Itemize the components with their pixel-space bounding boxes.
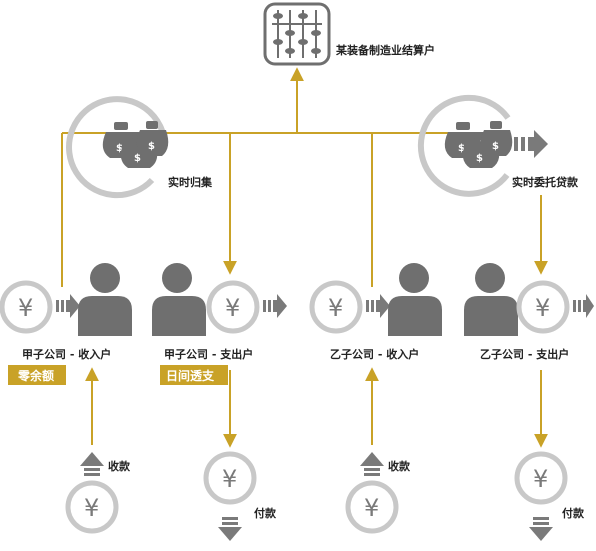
svg-text:$: $ [148, 141, 155, 152]
yen-coin-icon [203, 451, 257, 505]
svg-text:¥: ¥ [364, 494, 379, 522]
arrow-right-icon [573, 294, 594, 318]
arrow-up-icon [360, 452, 384, 476]
svg-text:¥: ¥ [225, 294, 240, 322]
money-bags-arrow-icon: $ $ $ [444, 121, 548, 168]
badge-zero-balance-text: 零余额 [17, 368, 54, 383]
person-icon [78, 263, 132, 336]
arrow-up-icon [80, 452, 104, 476]
account-4: ¥ 乙子公司 - 支出户 [464, 263, 594, 361]
arrow-right-icon [366, 294, 390, 318]
person-icon [388, 263, 442, 336]
badge-intraday-overdraft-text: 日间透支 [166, 368, 215, 383]
account-1-label: 甲子公司 - 收入户 [22, 347, 111, 361]
svg-text:¥: ¥ [84, 494, 99, 522]
person-icon [152, 263, 206, 336]
badge-zero-balance [8, 365, 66, 385]
receive-node-2: 收款 ¥ [345, 452, 411, 534]
account-4-label: 乙子公司 - 支出户 [480, 347, 569, 361]
pay-node-2: ¥ 付款 [514, 451, 585, 541]
pool-left: $ $ $ 实时归集 [66, 96, 213, 199]
arrow-right-icon [263, 294, 287, 318]
pool-right-label: 实时委托贷款 [512, 175, 579, 189]
account-2-label: 甲子公司 - 支出户 [164, 347, 253, 361]
svg-text:¥: ¥ [535, 294, 550, 322]
svg-text:¥: ¥ [222, 465, 237, 493]
badge-intraday-overdraft [160, 365, 228, 385]
arrow-down-icon [529, 517, 553, 541]
account-2: ¥ 甲子公司 - 支出户 日间透支 [152, 263, 287, 385]
yen-coin-icon [0, 280, 53, 334]
pool-left-ring [66, 96, 168, 199]
svg-text:¥: ¥ [328, 294, 343, 322]
money-bags-icon: $ $ $ [102, 121, 169, 168]
account-1: ¥ 甲子公司 - 收入户 零余额 [0, 263, 132, 385]
pool-right-ring [417, 94, 511, 197]
top-node: 某装备制造业结算户 [263, 2, 435, 66]
yen-coin-icon [514, 451, 568, 505]
receive-label-2: 收款 [388, 459, 411, 473]
yen-coin-icon [516, 280, 570, 334]
person-icon [464, 263, 518, 336]
yen-coin-icon [309, 280, 363, 334]
svg-text:¥: ¥ [533, 465, 548, 493]
pay-label-1: 付款 [254, 506, 277, 520]
account-3: ¥ 乙子公司 - 收入户 [309, 263, 442, 361]
pool-right: $ $ $ 实时委托贷款 [417, 94, 579, 197]
account-3-label: 乙子公司 - 收入户 [330, 347, 419, 361]
svg-text:¥: ¥ [18, 294, 33, 322]
receive-label-1: 收款 [108, 459, 131, 473]
arrow-right-icon [56, 294, 80, 318]
receive-node-1: 收款 ¥ [65, 452, 131, 534]
yen-coin-icon [206, 280, 260, 334]
svg-text:$: $ [134, 153, 141, 164]
pay-node-1: ¥ 付款 [203, 451, 277, 541]
pay-label-2: 付款 [562, 506, 585, 520]
svg-text:$: $ [476, 153, 483, 164]
svg-text:$: $ [492, 141, 499, 152]
top-node-label: 某装备制造业结算户 [335, 43, 435, 57]
svg-text:$: $ [458, 143, 465, 154]
yen-coin-icon [345, 480, 399, 534]
svg-text:$: $ [116, 143, 123, 154]
arrow-down-icon [218, 517, 242, 541]
yen-coin-icon [65, 480, 119, 534]
pool-left-label: 实时归集 [168, 175, 213, 189]
